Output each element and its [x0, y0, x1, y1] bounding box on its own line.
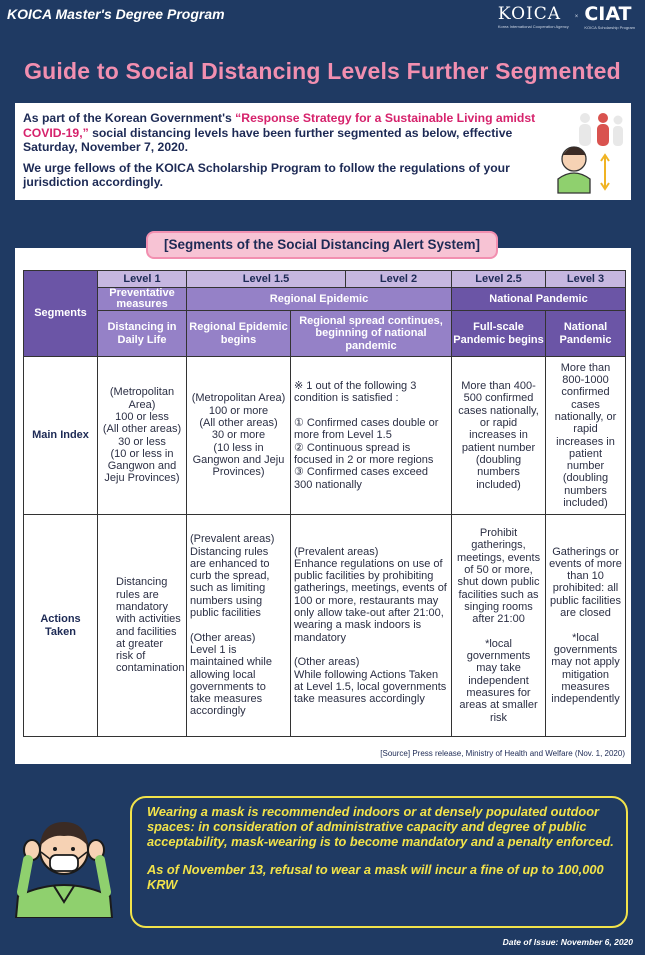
- ciat-logo: CIAT KOICA Scholarship Program: [584, 4, 635, 30]
- sub-regional-begins: Regional Epidemic begins: [186, 310, 291, 357]
- people-distancing-icon: [557, 113, 623, 194]
- regional-stage: Regional Epidemic: [185, 287, 453, 311]
- intro-p1-prefix: As part of the Korean Government's: [23, 111, 236, 125]
- level-1-header: Level 1: [97, 270, 187, 288]
- preventative-stage: Preventative measures: [97, 287, 187, 311]
- logo-group: KOICA Korea International Cooperation Ag…: [498, 4, 635, 32]
- koica-logo: KOICA Korea International Cooperation Ag…: [498, 4, 569, 29]
- main-index-level-3: More than 800-1000 confirmed cases natio…: [545, 356, 627, 515]
- actions-taken-label: Actions Taken: [23, 514, 98, 737]
- mask-wearing-person-icon: [14, 822, 114, 918]
- mask-notice: Wearing a mask is recommended indoors or…: [130, 796, 628, 928]
- level-1-5-header: Level 1.5: [185, 270, 347, 288]
- source-note: [Source] Press release, Ministry of Heal…: [380, 749, 625, 758]
- koica-logo-text: KOICA: [497, 4, 562, 24]
- national-stage: National Pandemic: [451, 287, 627, 311]
- actions-level-1-5: (Prevalent areas) Distancing rules are e…: [186, 514, 291, 737]
- intro-paragraph-1: As part of the Korean Government's “Resp…: [23, 111, 548, 155]
- logo-separator: ×: [574, 14, 579, 20]
- main-index-level-2-5: More than 400-500 confirmed cases nation…: [451, 356, 547, 515]
- ciat-logo-text: CIAT: [584, 3, 632, 25]
- actions-level-2: (Prevalent areas) Enhance regulations on…: [289, 514, 453, 737]
- main-index-level-2: ※ 1 out of the following 3 condition is …: [289, 356, 453, 515]
- intro-p1-suffix: social distancing levels have been furth…: [23, 125, 513, 155]
- level-2-header: Level 2: [345, 270, 453, 288]
- program-name: KOICA Master's Degree Program: [7, 6, 225, 22]
- alert-system-table: Segments Level 1 Level 1.5 Level 2 Level…: [23, 270, 627, 737]
- main-index-level-1: (Metropolitan Area) 100 or less (All oth…: [97, 356, 187, 515]
- intro-paragraph-2: We urge fellows of the KOICA Scholarship…: [23, 160, 510, 190]
- sub-distancing-daily: Distancing in Daily Life: [97, 310, 187, 357]
- segments-header: Segments: [23, 270, 98, 357]
- segments-title: [Segments of the Social Distancing Alert…: [146, 231, 498, 259]
- table-panel: Segments Level 1 Level 1.5 Level 2 Level…: [15, 248, 631, 764]
- date-of-issue: Date of Issue: November 6, 2020: [502, 937, 633, 947]
- actions-level-3: Gatherings or events of more than 10 pro…: [545, 514, 627, 737]
- level-3-header: Level 3: [545, 270, 627, 288]
- sub-regional-continues: Regional spread continues, beginning of …: [289, 310, 453, 357]
- main-index-label: Main Index: [23, 356, 98, 515]
- intro-text: As part of the Korean Government's “Resp…: [23, 111, 548, 190]
- page-title: Guide to Social Distancing Levels Furthe…: [24, 58, 621, 84]
- sub-fullscale-pandemic: Full-scale Pandemic begins: [451, 310, 547, 357]
- ciat-logo-sub: KOICA Scholarship Program: [584, 25, 635, 30]
- sub-national-pandemic: National Pandemic: [545, 310, 627, 357]
- strategy-highlight: “Response Strategy for a Sustainable Liv…: [23, 111, 536, 140]
- main-index-level-1-5: (Metropolitan Area) 100 or more (All oth…: [186, 356, 291, 515]
- mask-notice-paragraph-2: As of November 13, refusal to wear a mas…: [147, 862, 604, 893]
- level-2-5-header: Level 2.5: [451, 270, 547, 288]
- top-bar: KOICA Master's Degree Program KOICA Kore…: [0, 0, 645, 34]
- actions-level-2-5: Prohibit gatherings, meetings, events of…: [451, 514, 547, 737]
- actions-level-1: Distancing rules are mandatory with acti…: [97, 514, 187, 737]
- intro-panel: As part of the Korean Government's “Resp…: [15, 103, 631, 200]
- mask-notice-paragraph-1: Wearing a mask is recommended indoors or…: [147, 804, 614, 849]
- koica-logo-sub: Korea International Cooperation Agency: [497, 24, 569, 29]
